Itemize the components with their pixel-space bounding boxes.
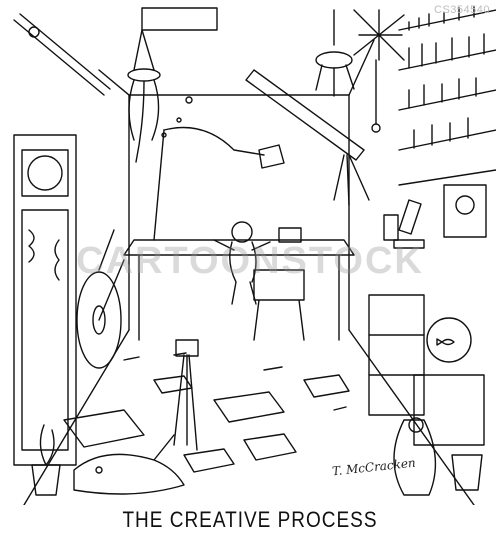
ceiling-picture <box>141 7 218 31</box>
cartoon-caption: THE CREATIVE PROCESS <box>122 508 378 533</box>
floor-clutter <box>63 352 350 473</box>
framed-portrait <box>443 184 487 238</box>
grandfather-clock <box>13 134 77 466</box>
ceiling-pipe <box>13 13 111 96</box>
hanging-plant <box>127 29 193 163</box>
desk-lamp <box>153 126 285 241</box>
desk <box>123 227 355 341</box>
bicycle <box>76 229 125 369</box>
microscope <box>383 199 425 249</box>
penguin-figure <box>393 417 437 496</box>
chair <box>253 269 305 341</box>
dog <box>73 434 185 495</box>
artist-figure <box>213 221 271 305</box>
tripod <box>173 339 199 451</box>
hanging-basket <box>315 9 355 97</box>
spider-web <box>353 9 405 133</box>
flower-pot <box>451 454 483 491</box>
bookshelves <box>398 6 496 186</box>
stock-id-label: CS354540 <box>434 4 490 16</box>
watermark-text: CARTOONSTOCK <box>76 240 424 282</box>
filing-cabinet <box>368 294 485 446</box>
telescope <box>245 69 370 206</box>
potted-plant <box>31 424 61 496</box>
cartoon-drawing <box>13 6 496 505</box>
cartoon-illustration: CARTOONSTOCK CS354540 T. McCracken <box>4 0 496 505</box>
fishbowl <box>426 317 472 363</box>
